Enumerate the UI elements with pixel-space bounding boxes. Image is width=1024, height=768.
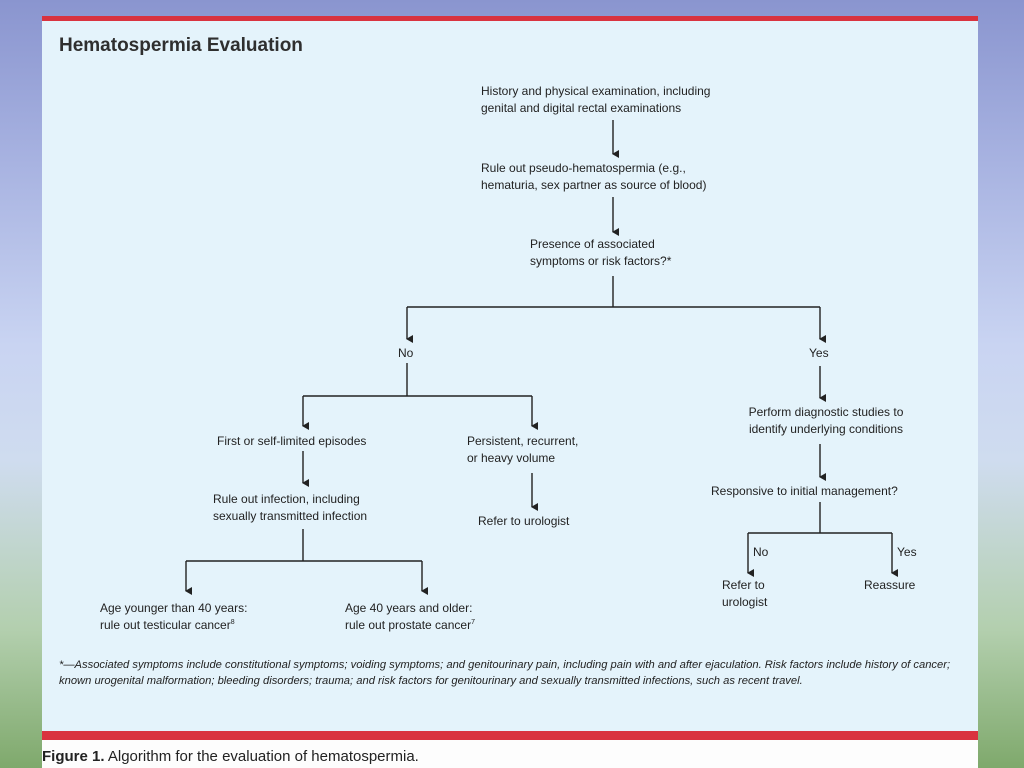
age-older-ref: 7: [471, 619, 475, 626]
flowchart-connectors: [185, 120, 898, 595]
node-presence-question: Presence of associated symptoms or risk …: [530, 237, 672, 268]
age-older-text: Age 40 years and older: rule out prostat…: [345, 601, 473, 632]
figure-caption: Figure 1. Algorithm for the evaluation o…: [42, 748, 419, 765]
node-refer-urologist: Refer to urologist: [478, 514, 570, 528]
node-perform-studies: Perform diagnostic studies to identify u…: [748, 405, 904, 436]
figure-title: Hematospermia Evaluation: [59, 35, 303, 56]
node-no: No: [398, 346, 414, 360]
figure-panel: Hematospermia Evaluation History and phy…: [42, 16, 978, 768]
footnote: *—Associated symptoms include constituti…: [59, 659, 951, 687]
node-age-younger: Age younger than 40 years: rule out test…: [100, 600, 247, 634]
node-reassure: Reassure: [864, 578, 916, 592]
caption-text: Algorithm for the evaluation of hematosp…: [104, 748, 419, 765]
node-age-older: Age 40 years and older: rule out prostat…: [345, 600, 475, 634]
caption-label: Figure 1.: [42, 748, 105, 765]
age-younger-ref: 8: [230, 619, 235, 626]
node-first-episodes: First or self-limited episodes: [217, 434, 367, 448]
figure-area: Hematospermia Evaluation History and phy…: [42, 21, 978, 731]
node-rule-out-infection: Rule out infection, including sexually t…: [213, 492, 368, 523]
bottom-accent-bar: [42, 731, 978, 740]
top-accent-bar: [42, 16, 978, 21]
node-history-physical: History and physical examination, includ…: [481, 84, 711, 115]
node-responsive-question: Responsive to initial management?: [711, 484, 898, 498]
node-rule-out-pseudo: Rule out pseudo-hematospermia (e.g., hem…: [481, 161, 707, 192]
node-yes-small: Yes: [897, 545, 917, 559]
age-younger-text: Age younger than 40 years: rule out test…: [100, 601, 248, 632]
node-yes: Yes: [809, 346, 829, 360]
node-persistent: Persistent, recurrent, or heavy volume: [467, 434, 579, 465]
node-no-small: No: [753, 545, 769, 559]
node-refer-to-urologist: Refer to urologist: [722, 578, 768, 609]
